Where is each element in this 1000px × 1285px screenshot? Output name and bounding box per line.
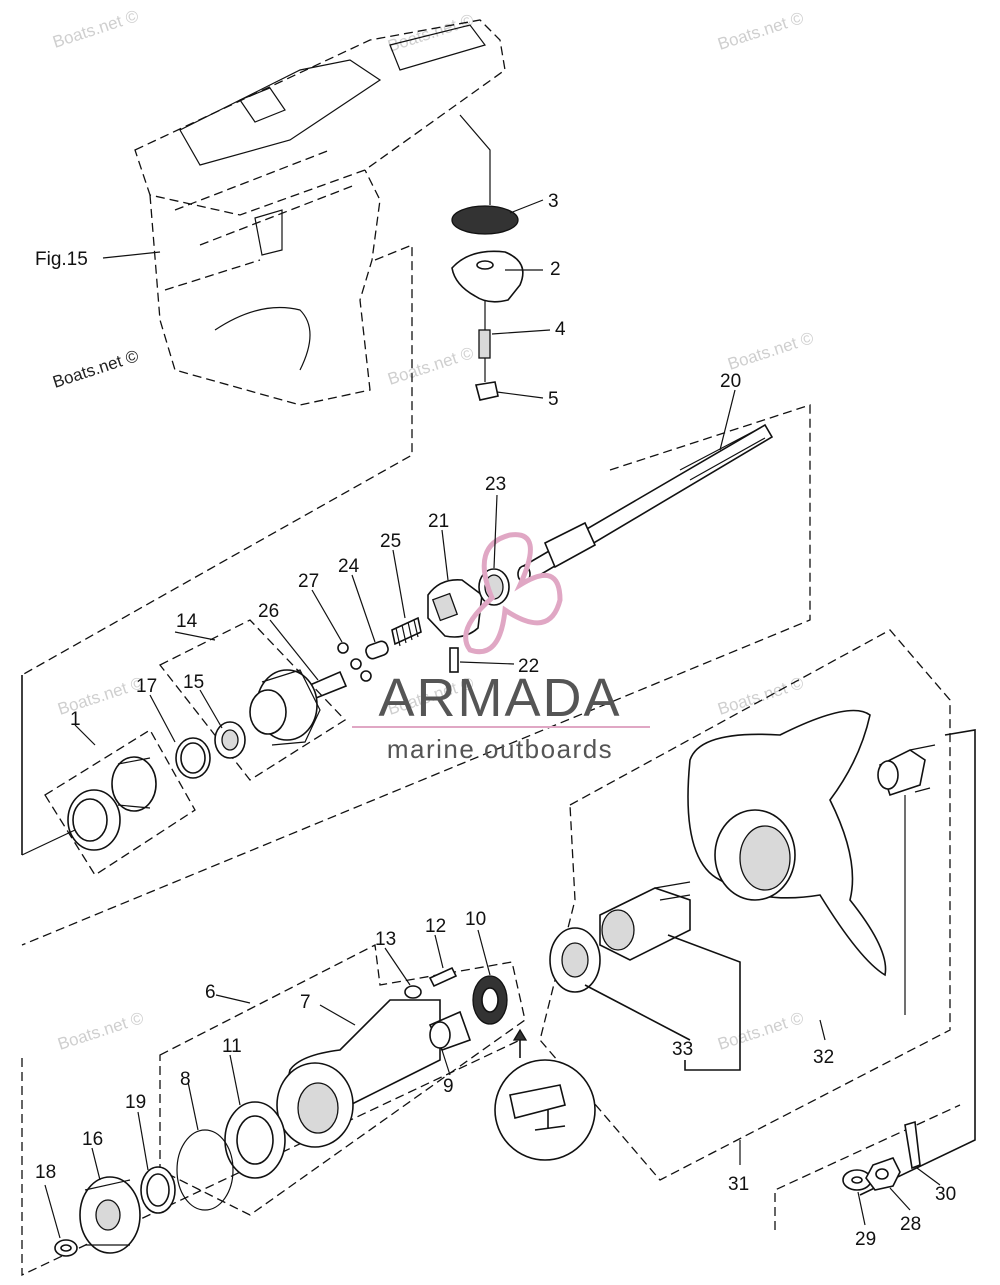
callout-14: 14	[176, 611, 198, 632]
bearing-housing-group	[21, 943, 596, 1277]
watermark: Boats.net ©	[715, 8, 806, 54]
callout-20: 20	[720, 371, 741, 392]
callout-1: 1	[70, 709, 81, 730]
callout-9: 9	[443, 1076, 454, 1097]
callout-6: 6	[205, 982, 216, 1003]
callout-21: 21	[428, 511, 449, 532]
watermark: Boats.net ©	[725, 328, 816, 374]
callout-29: 29	[855, 1229, 876, 1250]
figure-reference: Fig.15	[35, 249, 88, 270]
callout-27: 27	[298, 571, 319, 592]
callout-numbers: 1 2 3 4 5 6 7 8 9 10 11 12 13 14 15 16 1…	[35, 191, 956, 1250]
callout-24: 24	[338, 556, 360, 577]
callout-10: 10	[465, 909, 486, 930]
callout-7: 7	[300, 992, 311, 1013]
brand-logo: ARMADA marine outboards	[352, 532, 650, 764]
trim-tab-assembly	[451, 114, 524, 401]
callout-28: 28	[900, 1214, 921, 1235]
callout-30: 30	[935, 1184, 956, 1205]
callout-18: 18	[35, 1162, 56, 1183]
callout-26: 26	[258, 601, 279, 622]
callout-3: 3	[548, 191, 559, 212]
watermark: Boats.net ©	[50, 346, 141, 392]
brand-name: ARMADA	[378, 668, 621, 728]
callout-31: 31	[728, 1174, 749, 1195]
watermark: Boats.net ©	[385, 343, 476, 389]
callout-15: 15	[183, 672, 204, 693]
callout-32: 32	[813, 1047, 834, 1068]
callout-19: 19	[125, 1092, 146, 1113]
callout-8: 8	[180, 1069, 191, 1090]
callout-33: 33	[672, 1039, 693, 1060]
callout-25: 25	[380, 531, 401, 552]
clutch-parts	[308, 568, 510, 700]
callout-4: 4	[555, 319, 566, 340]
brand-tagline: marine outboards	[387, 734, 613, 764]
watermark: Boats.net ©	[715, 673, 806, 719]
watermark: Boats.net ©	[55, 1008, 146, 1054]
leader-lines	[44, 199, 941, 1239]
forward-gear-group	[21, 619, 347, 876]
prop-nut-group	[774, 1104, 961, 1230]
callout-5: 5	[548, 389, 559, 410]
callout-12: 12	[425, 916, 446, 937]
callout-22: 22	[518, 656, 539, 677]
propeller-logo-icon	[463, 532, 563, 654]
callout-13: 13	[375, 929, 396, 950]
propeller-group	[539, 629, 976, 1196]
watermark: Boats.net ©	[385, 10, 476, 56]
watermark: Boats.net ©	[50, 6, 141, 52]
callout-16: 16	[82, 1129, 103, 1150]
watermark: Boats.net ©	[715, 1008, 806, 1054]
callout-11: 11	[222, 1036, 242, 1057]
callout-23: 23	[485, 474, 506, 495]
lower-casing	[21, 19, 506, 676]
callout-2: 2	[550, 259, 561, 280]
callout-17: 17	[136, 676, 157, 697]
